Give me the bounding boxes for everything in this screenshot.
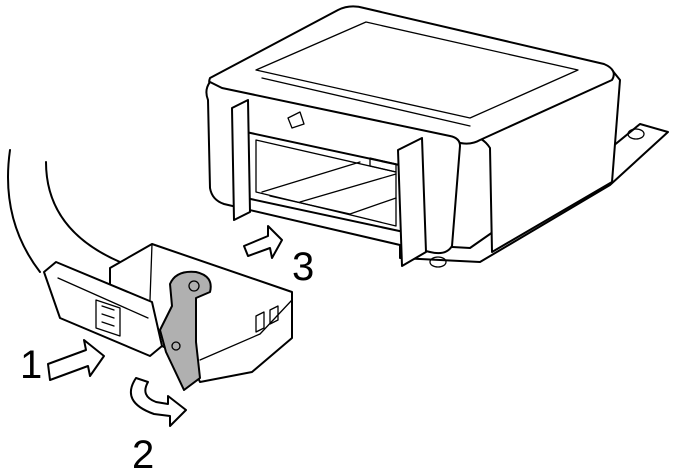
locking-lever (159, 270, 212, 391)
arrow-step-1 (47, 339, 105, 381)
arrow-step-3 (243, 225, 283, 259)
wiring-harness (7, 149, 121, 273)
step-label-1: 1 (20, 343, 42, 387)
step-label-2: 2 (132, 433, 154, 474)
socket-bracket-left (231, 99, 251, 221)
arrow-step-2 (130, 377, 187, 427)
mounting-hole-bottom (429, 256, 447, 268)
socket-bracket-right (397, 137, 427, 267)
step-label-3: 3 (292, 245, 314, 289)
connector-plug (43, 243, 293, 391)
mounting-hole-right (627, 128, 645, 140)
control-unit (205, 5, 669, 268)
